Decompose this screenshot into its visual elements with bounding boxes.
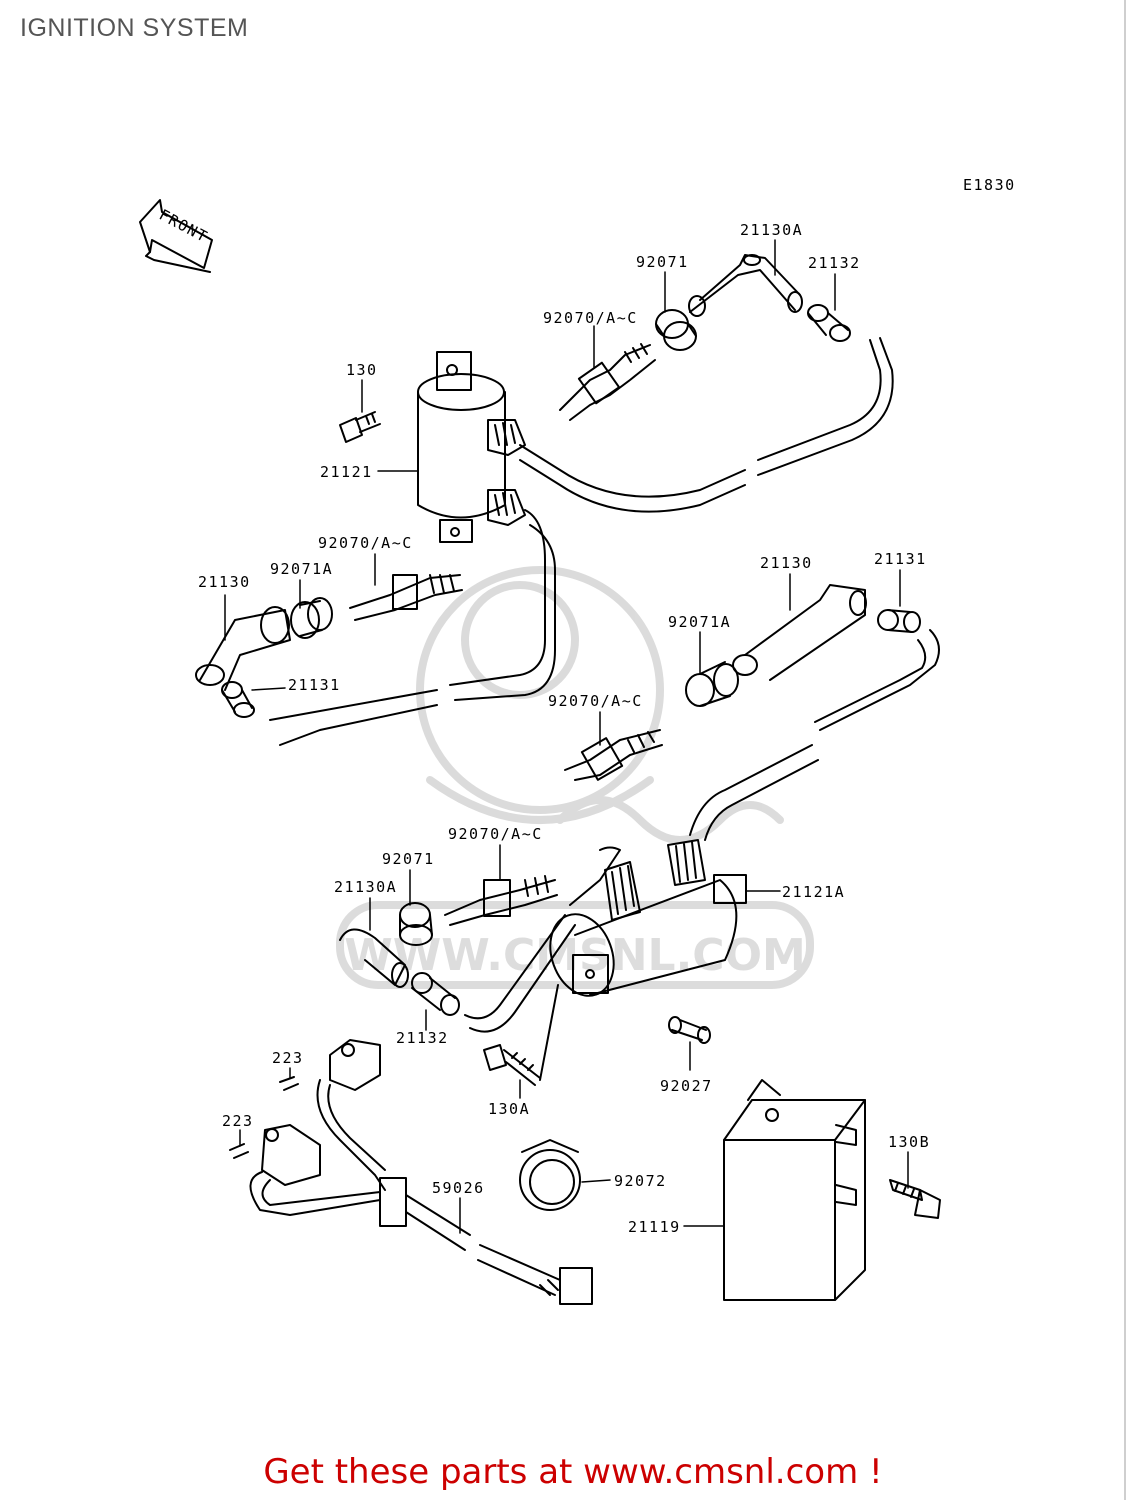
lead-wire-right: [689, 629, 940, 841]
ignition-coil-21121A: [549, 839, 747, 997]
label-130A: 130A: [488, 1100, 530, 1118]
plug-cap-21130-left: [195, 606, 291, 691]
bolt-130A: [483, 1044, 541, 1086]
spark-plug-low: [444, 875, 558, 926]
cap-21131-left: [221, 681, 255, 718]
ignition-diagram: WWW.CMSNL.COM FRONT: [139, 176, 1016, 1305]
seal-92071-low: [399, 902, 433, 946]
leader-lines: [224, 239, 909, 1234]
cap-21132-low: [411, 972, 460, 1016]
page-title: IGNITION SYSTEM: [20, 14, 249, 42]
front-label: FRONT: [156, 206, 211, 247]
page-edge-rule: [1124, 0, 1126, 1500]
collar-92027: [668, 1016, 711, 1044]
label-92071-low: 92071: [382, 850, 435, 868]
label-21130A-top: 21130A: [740, 221, 803, 239]
spark-plug-top: [559, 343, 656, 421]
plug-cap-21130A-top: [688, 254, 803, 317]
lead-wire-low: [464, 846, 621, 1081]
label-21131-left: 21131: [288, 676, 341, 694]
label-92070-mid: 92070/A~C: [548, 692, 643, 710]
label-92071A-right: 92071A: [668, 613, 731, 631]
igniter-21119: [723, 1079, 866, 1301]
pickup-coil-assembly: [229, 1039, 386, 1216]
seal-92071A-right: [685, 661, 739, 707]
plug-cap-21130A-low: [339, 928, 409, 988]
label-92072: 92072: [614, 1172, 667, 1190]
footer-promo: Get these parts at www.cmsnl.com !: [0, 1452, 1146, 1492]
label-21121A: 21121A: [782, 883, 845, 901]
watermark: [336, 566, 814, 989]
ignition-coil-21121: [417, 351, 526, 543]
cap-21131-right: [877, 609, 921, 633]
clamp-92072: [519, 1139, 581, 1211]
part-labels: E1830 21130A 92071 21132 92070/A~C 130 2…: [198, 176, 1016, 1236]
label-92070-left: 92070/A~C: [318, 534, 413, 552]
seal-92071A-left: [290, 597, 333, 639]
label-21130-right: 21130: [760, 554, 813, 572]
bolt-130B: [889, 1179, 941, 1219]
label-92071-top: 92071: [636, 253, 689, 271]
spark-plug-mid: [564, 729, 663, 781]
cap-21132-top: [807, 304, 851, 342]
label-21130A-low: 21130A: [334, 878, 397, 896]
harness-59026: [379, 1177, 593, 1305]
label-21131-right: 21131: [874, 550, 927, 568]
lead-wire-top: [519, 337, 894, 513]
label-130: 130: [346, 361, 378, 379]
bolt-130: [339, 411, 381, 443]
label-92027: 92027: [660, 1077, 713, 1095]
seal-92071-top: [655, 309, 697, 351]
spark-plug-left: [349, 574, 463, 621]
label-223-a: 223: [272, 1049, 304, 1067]
figure-code: E1830: [963, 176, 1016, 194]
label-92070-low: 92070/A~C: [448, 825, 543, 843]
label-130B: 130B: [888, 1133, 930, 1151]
label-21130-left: 21130: [198, 573, 251, 591]
front-arrow-icon: [139, 199, 213, 273]
label-21132-low: 21132: [396, 1029, 449, 1047]
label-59026: 59026: [432, 1179, 485, 1197]
label-21121: 21121: [320, 463, 373, 481]
lead-wire-left: [269, 509, 556, 746]
label-21119: 21119: [628, 1218, 681, 1236]
label-92071A-left: 92071A: [270, 560, 333, 578]
label-21132-top: 21132: [808, 254, 861, 272]
label-223-b: 223: [222, 1112, 254, 1130]
label-92070-top: 92070/A~C: [543, 309, 638, 327]
plug-cap-21130-right: [732, 584, 867, 681]
footer-promo-link[interactable]: Get these parts at www.cmsnl.com !: [263, 1452, 883, 1492]
